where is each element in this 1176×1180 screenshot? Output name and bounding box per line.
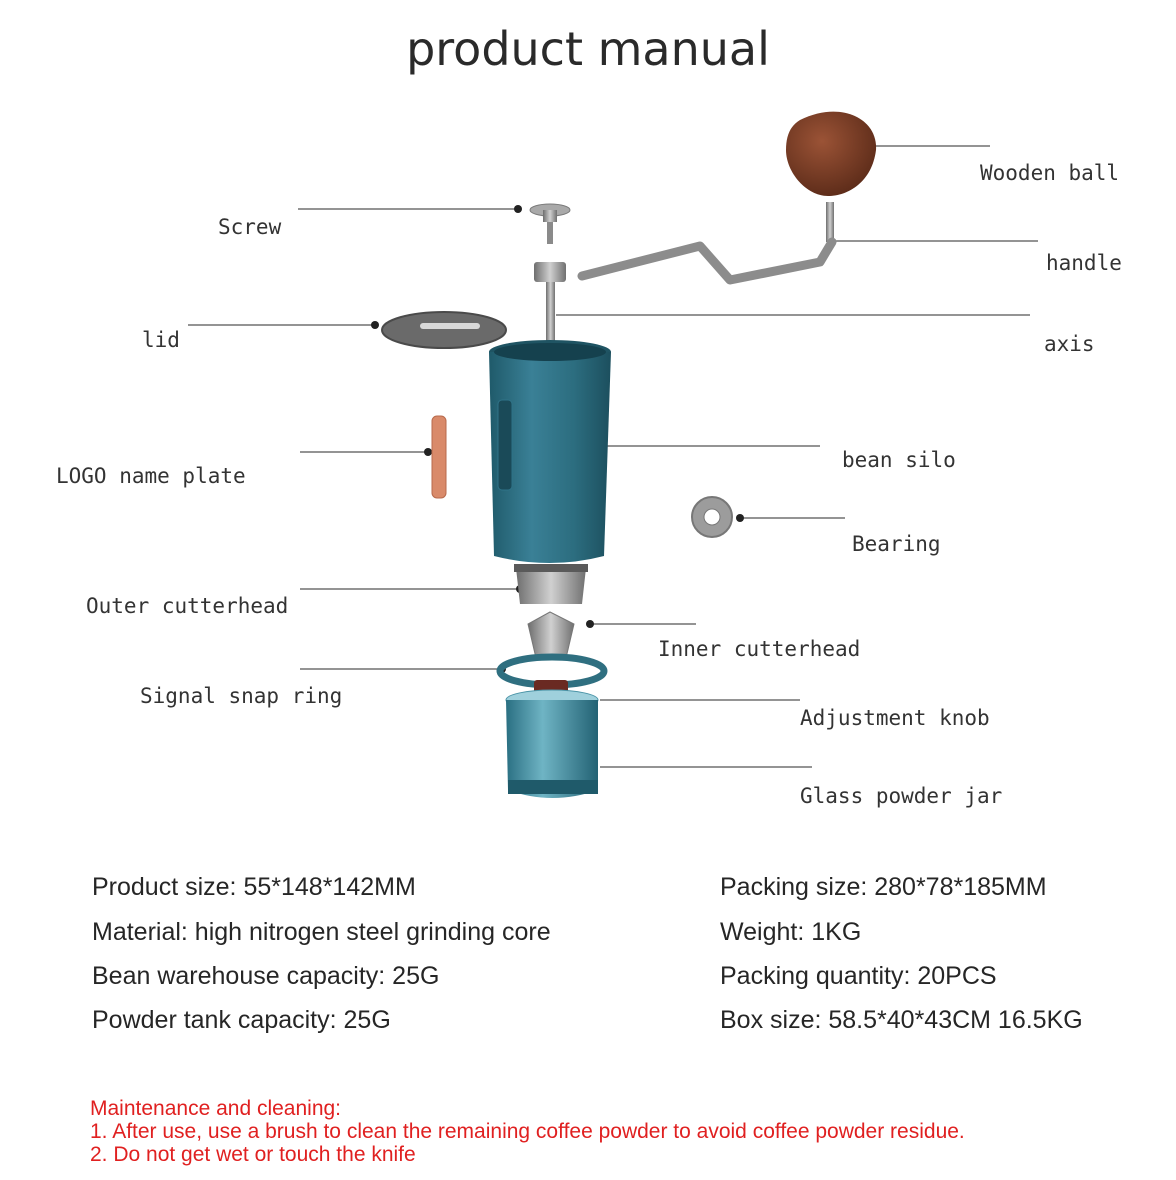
label-adjustment-knob: Adjustment knob (800, 706, 990, 730)
bean-silo-shape (489, 352, 611, 563)
axis-top (534, 262, 566, 282)
label-screw: Screw (218, 215, 282, 239)
spec-packing-size: Packing size: 280*78*185MM (720, 873, 1047, 901)
spec-material: Material: high nitrogen steel grinding c… (92, 918, 551, 946)
exploded-diagram (188, 111, 1038, 798)
label-glass-powder-jar: Glass powder jar (800, 784, 1003, 808)
label-handle: handle (1046, 251, 1122, 275)
handle-stem (826, 202, 834, 242)
maintenance-item-1: 1. After use, use a brush to clean the r… (90, 1120, 965, 1143)
page-title: product manual (406, 22, 770, 76)
label-signal-snap-ring: Signal snap ring (140, 684, 343, 708)
label-outer-cutterhead: Outer cutterhead (86, 594, 289, 618)
label-wooden-ball: Wooden ball (980, 161, 1120, 185)
handle-shape (577, 237, 837, 285)
label-axis: axis (1044, 332, 1095, 356)
screw-neck (543, 210, 557, 222)
lid-shape (381, 311, 507, 349)
label-inner-cutterhead: Inner cutterhead (658, 637, 861, 661)
label-bean-silo: bean silo (842, 448, 956, 472)
screw-shaft (547, 222, 553, 244)
glass-powder-jar-shape (506, 700, 598, 798)
spec-bean-capacity: Bean warehouse capacity: 25G (92, 962, 440, 990)
outer-cutterhead-shape (516, 568, 586, 604)
axis-shaft (546, 282, 555, 350)
silo-window (497, 399, 513, 491)
wooden-ball-shape (786, 111, 877, 196)
leader-lines (188, 145, 1038, 768)
spec-packing-quantity: Packing quantity: 20PCS (720, 962, 997, 990)
label-logo-name-plate: LOGO name plate (56, 464, 246, 488)
inner-cutterhead-shape (527, 611, 575, 659)
logo-name-plate-shape (431, 415, 447, 499)
spec-product-size: Product size: 55*148*142MM (92, 873, 416, 901)
spec-powder-capacity: Powder tank capacity: 25G (92, 1006, 391, 1034)
label-bearing: Bearing (852, 532, 941, 556)
spec-box-size: Box size: 58.5*40*43CM 16.5KG (720, 1006, 1083, 1034)
maintenance-heading: Maintenance and cleaning: (90, 1097, 342, 1120)
spec-weight: Weight: 1KG (720, 918, 862, 946)
lid-slot (420, 323, 480, 329)
label-lid: lid (142, 328, 180, 352)
maintenance-item-2: 2. Do not get wet or touch the knife (90, 1143, 416, 1166)
